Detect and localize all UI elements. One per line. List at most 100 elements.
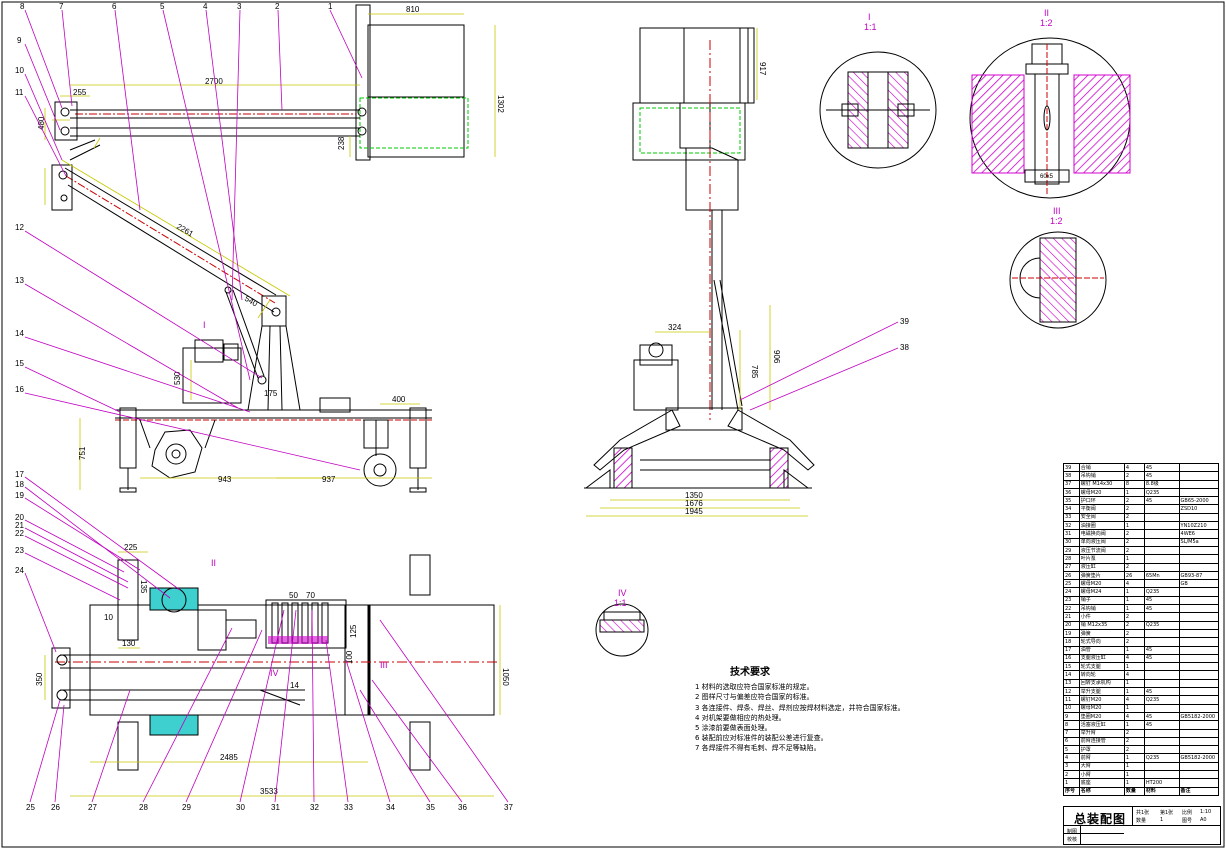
bom-cell: 10 (1063, 703, 1080, 713)
designer-label: 制图 (1067, 829, 1078, 835)
bom-cell (1178, 778, 1220, 788)
detail-IV: IV 1:1 (595, 588, 649, 657)
bom-cell (1143, 736, 1180, 747)
dim-100: 100 (345, 650, 354, 664)
plan-view-dim-text: 225 135 10 130 50 70 125 100 1050 2485 3… (35, 543, 510, 796)
bom-cell (1178, 736, 1220, 747)
bom-cell (1143, 703, 1180, 713)
tech-item: 1 材料的选取应符合国家标准的规定。 (695, 683, 814, 692)
bom-cell: 35 (1063, 496, 1080, 506)
bom-cell: 大臂 (1078, 761, 1125, 772)
dim-3533: 3533 (260, 787, 278, 796)
bom-cell (1178, 645, 1220, 655)
dim-225: 225 (124, 543, 138, 552)
bom-cell: 1 (1123, 753, 1145, 763)
bom-cell: 2 (1123, 471, 1145, 481)
bom-cell: GB93-87 (1178, 570, 1220, 581)
callout-7: 7 (59, 2, 64, 11)
bom-cell: 5 (1063, 745, 1080, 755)
bom-cell: 4 (1123, 711, 1145, 722)
bom-cell: 举升支腿 (1078, 686, 1125, 697)
bom-cell (1143, 512, 1180, 523)
dim-2485: 2485 (220, 753, 238, 762)
detail-I-label: I (868, 12, 871, 22)
bom-cell: 前臂 (1078, 753, 1125, 763)
bom-cell: SL/M5a (1178, 537, 1220, 547)
dim-530: 530 (173, 371, 182, 385)
bom-header-cell: 名称 (1078, 786, 1125, 796)
bom-cell: 吊钩销 (1078, 471, 1125, 481)
bom-cell: 2 (1123, 545, 1145, 556)
bom-cell: 65Mn (1143, 570, 1180, 581)
callout-21: 21 (15, 521, 24, 530)
bom-cell: 26 (1123, 570, 1145, 581)
sheet-number: 第1张 (1160, 810, 1174, 816)
bom-cell (1143, 612, 1180, 622)
bom-cell (1143, 562, 1180, 572)
dim-14: 14 (290, 681, 299, 690)
bom-cell: 25 (1063, 579, 1080, 589)
bom-cell: 1 (1123, 645, 1145, 655)
bom-cell: 4 (1123, 579, 1145, 589)
bom-cell: 24 (1063, 587, 1080, 597)
dim-480: 480 (37, 116, 46, 130)
bom-cell: 平衡阀 (1078, 504, 1125, 514)
dim-2700: 2700 (205, 77, 223, 86)
dim-70: 70 (306, 591, 315, 600)
bom-cell (1178, 745, 1220, 755)
scale-value: 1:10 (1200, 809, 1212, 815)
bom-cell (1143, 537, 1180, 547)
bom-cell (1143, 662, 1180, 672)
view-marker-I: I (203, 320, 206, 330)
callout-32: 32 (310, 803, 319, 812)
bom-cell: ZSD10 (1178, 504, 1220, 514)
bom-cell: 45 (1143, 686, 1180, 697)
bom-cell: Q235 (1143, 487, 1180, 498)
bom-cell: Q235 (1143, 695, 1180, 705)
callout-20: 20 (15, 513, 24, 522)
bom-cell: 17 (1063, 645, 1080, 655)
bom-cell (1143, 554, 1180, 564)
dim-943: 943 (218, 475, 232, 484)
callout-25: 25 (26, 803, 35, 812)
bom-cell: 2 (1123, 745, 1145, 755)
bom-cell: 18 (1063, 637, 1080, 647)
bom-cell: 2 (1123, 637, 1145, 647)
view-marker-II: II (211, 558, 216, 568)
bom-cell: 45 (1143, 595, 1180, 606)
dim-10: 10 (104, 613, 113, 622)
bom-cell: 11 (1063, 695, 1080, 705)
bom-cell: 2 (1123, 620, 1145, 630)
callout-31: 31 (271, 803, 280, 812)
bom-cell (1143, 529, 1180, 539)
bom-cell: 4 (1063, 753, 1080, 763)
callout-11: 11 (15, 88, 24, 97)
callout-6: 6 (112, 2, 117, 11)
bom-cell: 1 (1123, 587, 1145, 597)
bom-cell: 28 (1063, 554, 1080, 564)
bom-cell: 45 (1143, 720, 1180, 730)
callout-26: 26 (51, 803, 60, 812)
callout-24: 24 (15, 566, 24, 575)
bom-cell: 7 (1063, 728, 1080, 738)
detail-I: I 1:1 (819, 12, 937, 169)
bom-cell: 2 (1123, 496, 1145, 506)
dim-50: 50 (289, 591, 298, 600)
bom-cell: 33 (1063, 512, 1080, 523)
bom-cell (1143, 745, 1180, 755)
bom-cell: 1 (1123, 686, 1145, 697)
